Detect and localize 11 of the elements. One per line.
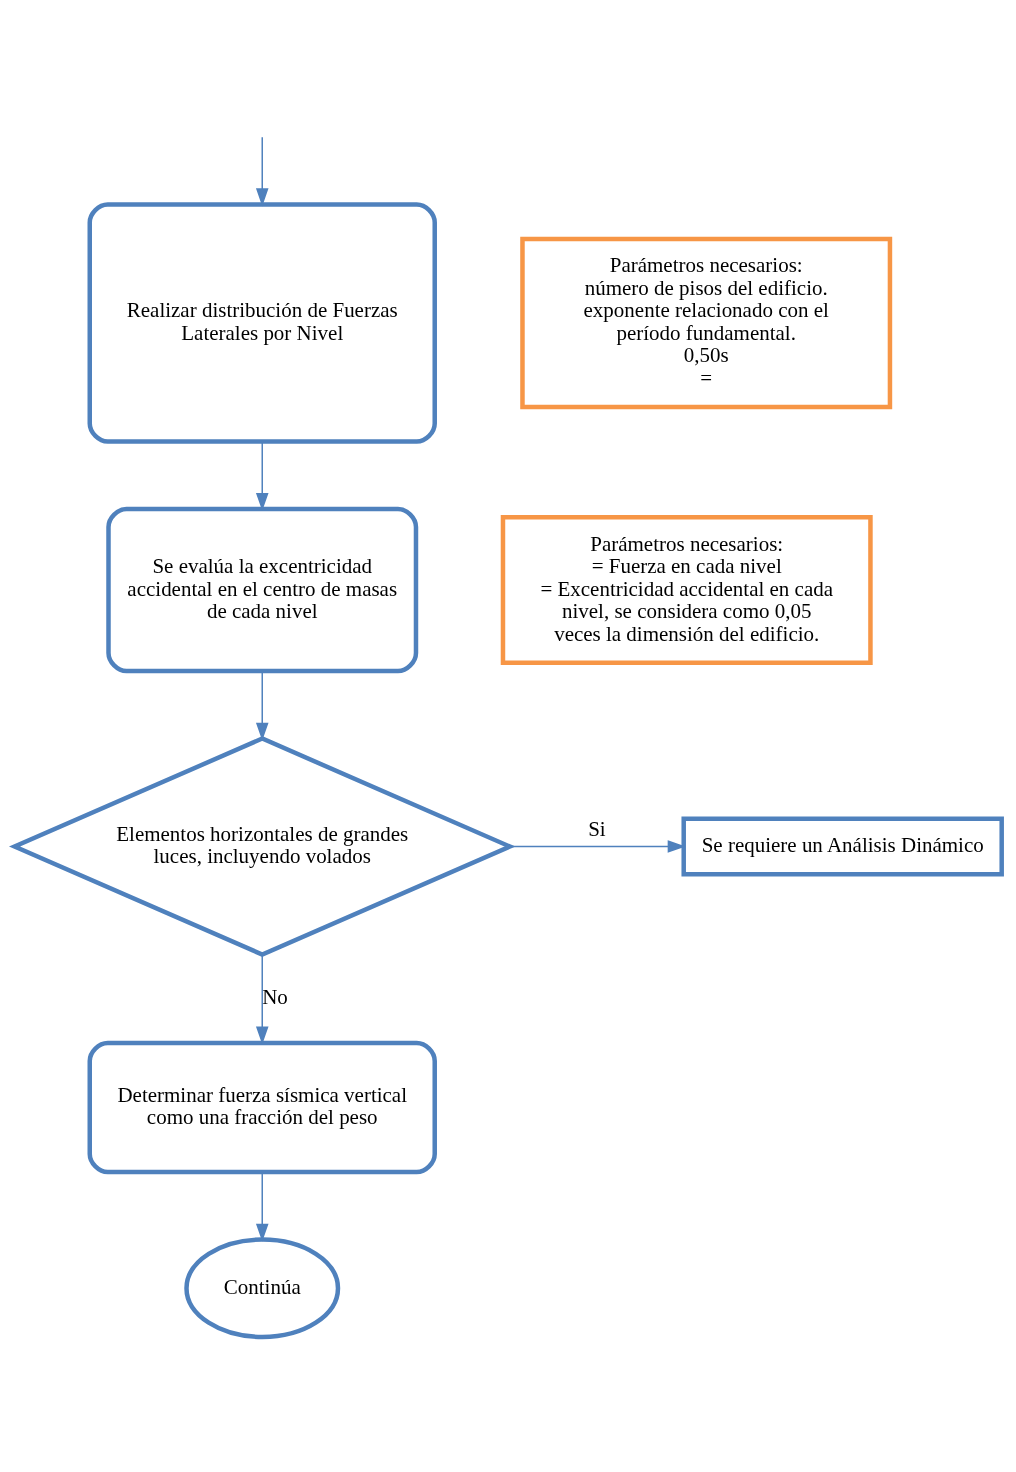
edge-label: Si xyxy=(588,816,606,841)
node-box: Se requiere un Análisis Dinámico xyxy=(681,816,1004,877)
node-diamond: Elementos horizontales de grandes luces, incluyendo volados xyxy=(9,735,516,957)
node-ellipse: Continúa xyxy=(184,1236,341,1339)
node-box: Realizar distribución de Fuerzas Laterales por Nivel xyxy=(87,201,437,444)
node-box: Parámetros necesarios: = Fuerza en cada nivel = Excentricidad accidental en cada nivel, se considera como 0,05 veces la dimensión del edificio. xyxy=(500,514,873,665)
arrow xyxy=(255,135,269,206)
node-box: Parámetros necesarios: número de pisos del edificio. exponente relacionado con el período fundamental. 0,50s = xyxy=(520,236,893,409)
edge-label: No xyxy=(262,984,288,1009)
node-box: Se evalúa la excentricidad accidental en el centro de masas de cada nivel xyxy=(106,506,419,673)
node-box: Determinar fuerza sísmica vertical como una fracción del peso xyxy=(87,1040,437,1174)
